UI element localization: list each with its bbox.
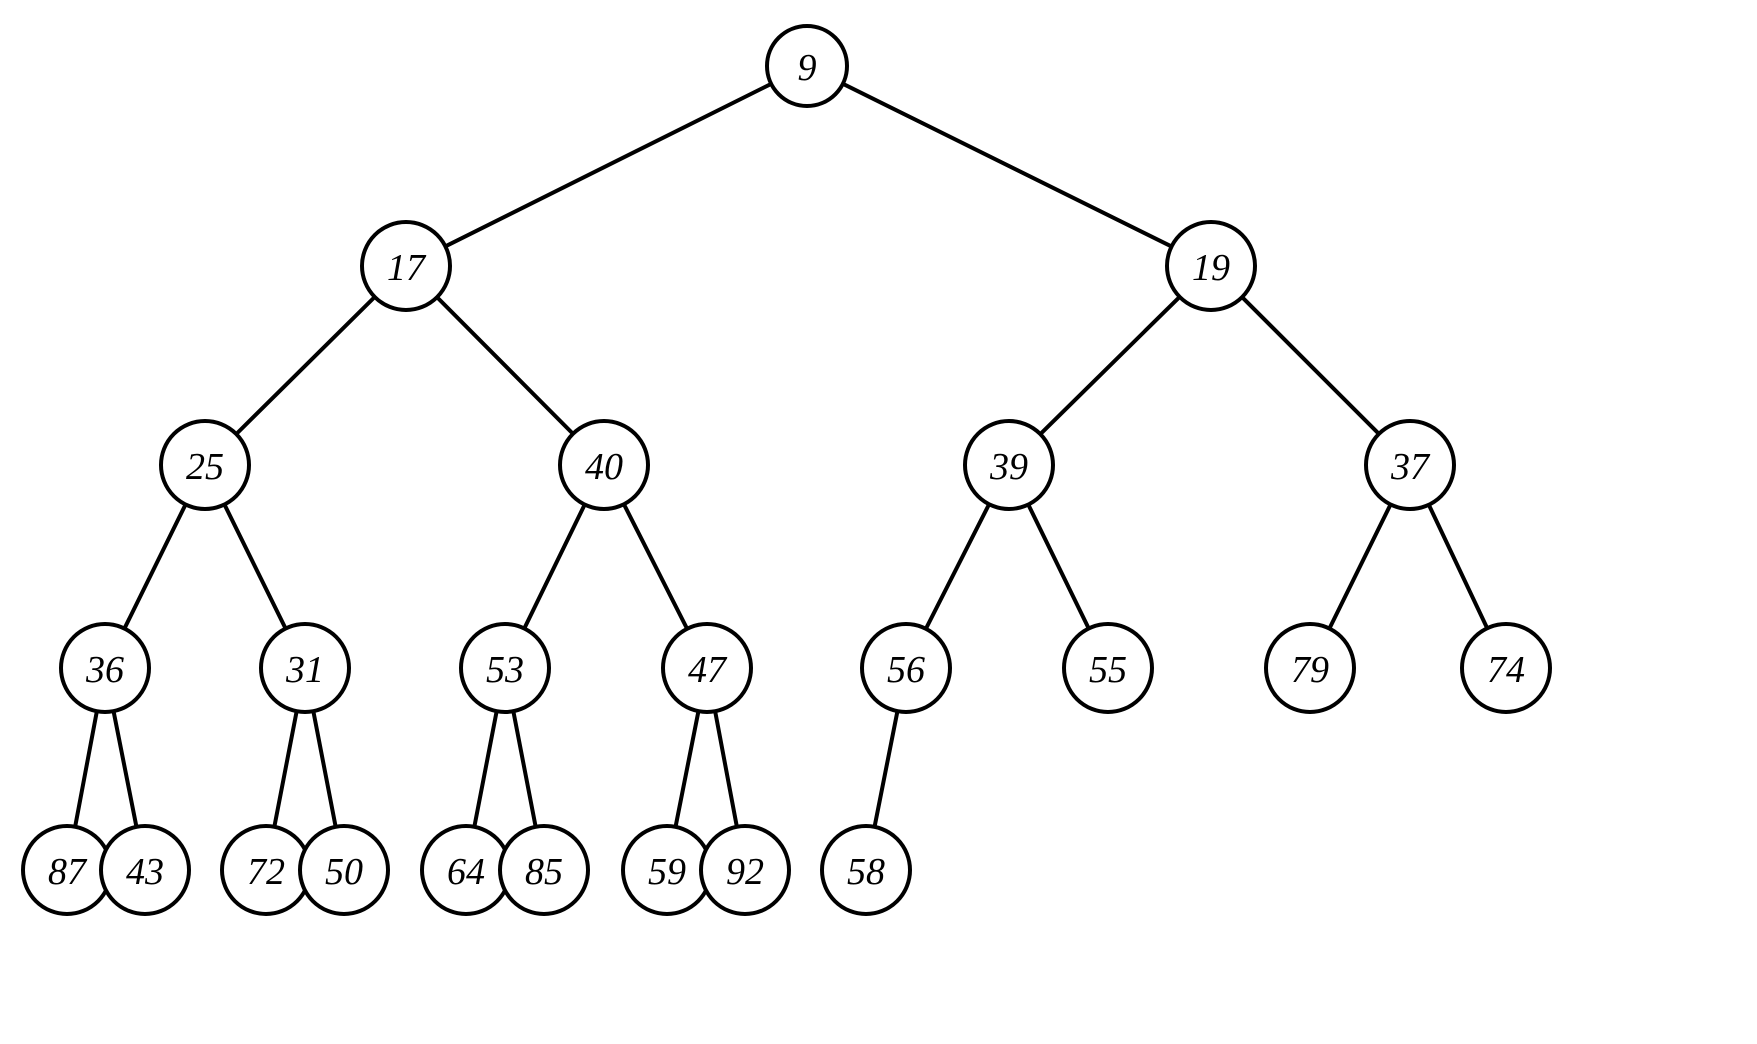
tree-edge (621, 501, 690, 632)
tree-node[interactable]: 64 (420, 824, 512, 916)
tree-node[interactable]: 55 (1062, 622, 1154, 714)
tree-edge (923, 501, 992, 632)
tree-edge (442, 81, 775, 249)
tree-node[interactable]: 47 (661, 622, 753, 714)
tree-edge (1327, 501, 1393, 632)
node-label: 85 (525, 851, 563, 893)
tree-edge (521, 501, 588, 632)
tree-edge (839, 81, 1175, 249)
tree-edge (111, 708, 139, 830)
tree-node[interactable]: 19 (1165, 220, 1257, 312)
node-label: 55 (1089, 649, 1127, 691)
node-label: 92 (726, 851, 764, 893)
node-circle[interactable] (298, 824, 390, 916)
node-label: 79 (1291, 649, 1329, 691)
tree-node[interactable]: 25 (159, 419, 251, 511)
node-circle[interactable] (661, 622, 753, 714)
tree-node[interactable]: 31 (259, 622, 351, 714)
tree-node[interactable]: 37 (1364, 419, 1456, 511)
tree-edge (1037, 294, 1183, 437)
tree-node[interactable]: 56 (860, 622, 952, 714)
node-circle[interactable] (1165, 220, 1257, 312)
node-label: 43 (126, 851, 164, 893)
tree-node[interactable]: 72 (220, 824, 312, 916)
node-circle[interactable] (259, 622, 351, 714)
node-label: 17 (387, 247, 427, 289)
node-circle[interactable] (1364, 419, 1456, 511)
tree-edge (122, 501, 188, 632)
node-circle[interactable] (1264, 622, 1356, 714)
node-circle[interactable] (860, 622, 952, 714)
node-label: 50 (325, 851, 363, 893)
tree-node[interactable]: 17 (360, 220, 452, 312)
node-circle[interactable] (820, 824, 912, 916)
tree-node[interactable]: 36 (59, 622, 151, 714)
node-circle[interactable] (699, 824, 791, 916)
tree-node[interactable]: 79 (1264, 622, 1356, 714)
tree-edge (712, 708, 740, 830)
node-circle[interactable] (498, 824, 590, 916)
node-circle[interactable] (765, 24, 849, 108)
node-label: 36 (85, 649, 124, 691)
tree-edge (511, 708, 538, 830)
tree-node[interactable]: 59 (621, 824, 713, 916)
node-label: 19 (1192, 247, 1230, 289)
nodes-layer: 9 17 19 25 40 39 37 36 31 53 47 56 55 79 74 87 43 72 50 64 8… (21, 24, 1552, 916)
edges-layer (72, 81, 1490, 830)
node-circle[interactable] (558, 419, 650, 511)
node-label: 25 (186, 446, 224, 488)
node-label: 58 (847, 851, 885, 893)
node-label: 64 (447, 851, 485, 893)
tree-edge (1025, 501, 1092, 632)
tree-edge (72, 708, 100, 830)
tree-edge (1426, 501, 1490, 632)
node-label: 59 (648, 851, 686, 893)
tree-edge (434, 294, 576, 437)
node-label: 74 (1487, 649, 1525, 691)
tree-node[interactable]: 53 (459, 622, 551, 714)
tree-node[interactable]: 85 (498, 824, 590, 916)
tree-node[interactable]: 50 (298, 824, 390, 916)
tree-edge (311, 708, 338, 830)
node-label: 9 (798, 47, 817, 89)
node-label: 39 (989, 446, 1028, 488)
tree-node[interactable]: 40 (558, 419, 650, 511)
tree-edge (472, 708, 499, 830)
node-circle[interactable] (1460, 622, 1552, 714)
tree-node[interactable]: 92 (699, 824, 791, 916)
node-label: 31 (285, 649, 324, 691)
node-circle[interactable] (159, 419, 251, 511)
node-label: 37 (1390, 446, 1431, 488)
tree-edge (233, 294, 378, 437)
tree-node[interactable]: 9 (765, 24, 849, 108)
node-label: 53 (486, 649, 524, 691)
tree-edge (1239, 294, 1382, 437)
node-label: 40 (585, 446, 623, 488)
node-circle[interactable] (1062, 622, 1154, 714)
tree-node[interactable]: 74 (1460, 622, 1552, 714)
node-circle[interactable] (99, 824, 191, 916)
node-label: 47 (688, 649, 728, 691)
tree-node[interactable]: 87 (21, 824, 113, 916)
tree-edge (872, 708, 900, 830)
node-circle[interactable] (459, 622, 551, 714)
tree-node[interactable]: 43 (99, 824, 191, 916)
tree-node[interactable]: 58 (820, 824, 912, 916)
node-circle[interactable] (59, 622, 151, 714)
node-circle[interactable] (360, 220, 452, 312)
node-label: 72 (247, 851, 285, 893)
tree-edge (673, 708, 701, 830)
node-label: 56 (887, 649, 925, 691)
tree-node[interactable]: 39 (963, 419, 1055, 511)
tree-edge (222, 501, 288, 632)
node-label: 87 (48, 851, 88, 893)
node-circle[interactable] (963, 419, 1055, 511)
tree-edge (272, 708, 299, 830)
